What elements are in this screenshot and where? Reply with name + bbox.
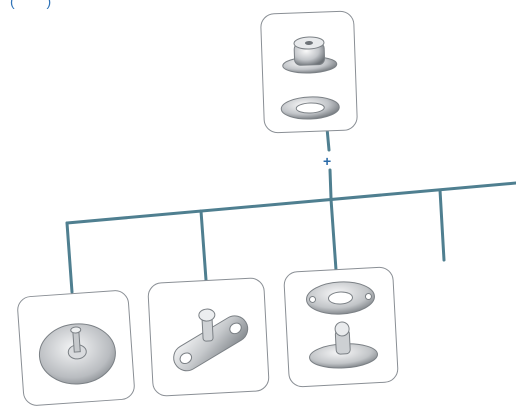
top-stem-line bbox=[325, 126, 331, 152]
cap-and-socket-icon bbox=[280, 36, 340, 120]
oval-stud-plate-icon bbox=[173, 308, 249, 372]
snap-cap-and-socket-card bbox=[259, 10, 359, 134]
branch-line-4 bbox=[438, 188, 446, 262]
stud-and-flange-plate-icon bbox=[306, 281, 378, 369]
center-stem-line bbox=[328, 168, 333, 200]
oval-stud-plate-card bbox=[147, 277, 270, 397]
branch-line-3 bbox=[329, 197, 338, 272]
round-stud-plate-icon bbox=[38, 323, 116, 385]
branch-line-2 bbox=[199, 209, 208, 282]
connector-plus: + bbox=[323, 153, 332, 169]
stud-and-flange-plate-card bbox=[283, 266, 399, 388]
round-stud-plate-card bbox=[16, 289, 136, 407]
horizontal-bus-line bbox=[65, 181, 516, 225]
top-corner-mark: ( ) bbox=[10, 0, 66, 9]
branch-line-1 bbox=[65, 221, 74, 294]
